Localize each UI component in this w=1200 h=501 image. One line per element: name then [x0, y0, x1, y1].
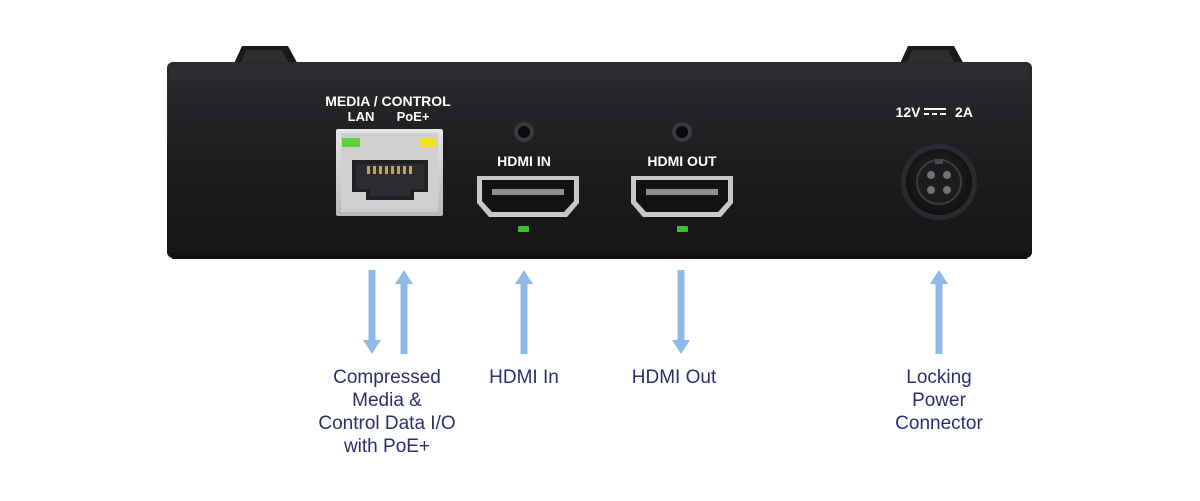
hdmi-out-callout-line: HDMI Out — [631, 367, 717, 388]
ethernet-callout-line: with PoE+ — [343, 436, 431, 457]
power-connector — [901, 144, 977, 220]
poe-led-icon — [420, 138, 436, 147]
hdmi-out-arrow-icon — [672, 270, 690, 354]
dc-symbol-icon — [924, 108, 946, 115]
device-body — [167, 62, 1032, 258]
poe-label: PoE+ — [397, 109, 430, 124]
hdmi-in-led-icon — [518, 226, 529, 232]
ethernet-down-arrow-icon — [363, 270, 381, 354]
lan-label: LAN — [348, 109, 375, 124]
power-callout-line: Locking — [906, 367, 972, 388]
ethernet-callout-line: Control Data I/O — [318, 413, 456, 434]
power-callout-line: Power — [912, 390, 966, 411]
power-callout-line: Connector — [895, 413, 983, 434]
hdmi-in-callout-line: HDMI In — [489, 367, 559, 388]
connection-arrows — [363, 270, 948, 354]
hdmi-in-arrow-icon — [515, 270, 533, 354]
hdmi-in-port: HDMI IN — [477, 122, 579, 232]
hdmi-in-panel-label: HDMI IN — [497, 153, 551, 169]
hdmi-in-callout: HDMI In — [464, 366, 584, 389]
hdmi-out-callout: HDMI Out — [614, 366, 734, 389]
device-bottom-edge — [172, 252, 1027, 259]
lan-led-icon — [342, 138, 360, 147]
media-control-label: MEDIA / CONTROL — [325, 93, 451, 109]
device-top-bevel — [170, 64, 1029, 80]
hdmi-out-panel-label: HDMI OUT — [647, 153, 717, 169]
power-rating-right-label: 2A — [955, 104, 973, 120]
power-rating-left-label: 12V — [896, 104, 922, 120]
ethernet-port — [336, 129, 443, 216]
ethernet-callout: Compressed Media & Control Data I/O with… — [306, 366, 468, 458]
ethernet-up-arrow-icon — [395, 270, 413, 354]
hdmi-out-port: HDMI OUT — [631, 122, 733, 232]
power-arrow-icon — [930, 270, 948, 354]
ethernet-callout-line: Media & — [352, 390, 422, 411]
ethernet-callout-line: Compressed — [333, 367, 441, 388]
hdmi-out-led-icon — [677, 226, 688, 232]
power-callout: Locking Power Connector — [874, 366, 1004, 435]
